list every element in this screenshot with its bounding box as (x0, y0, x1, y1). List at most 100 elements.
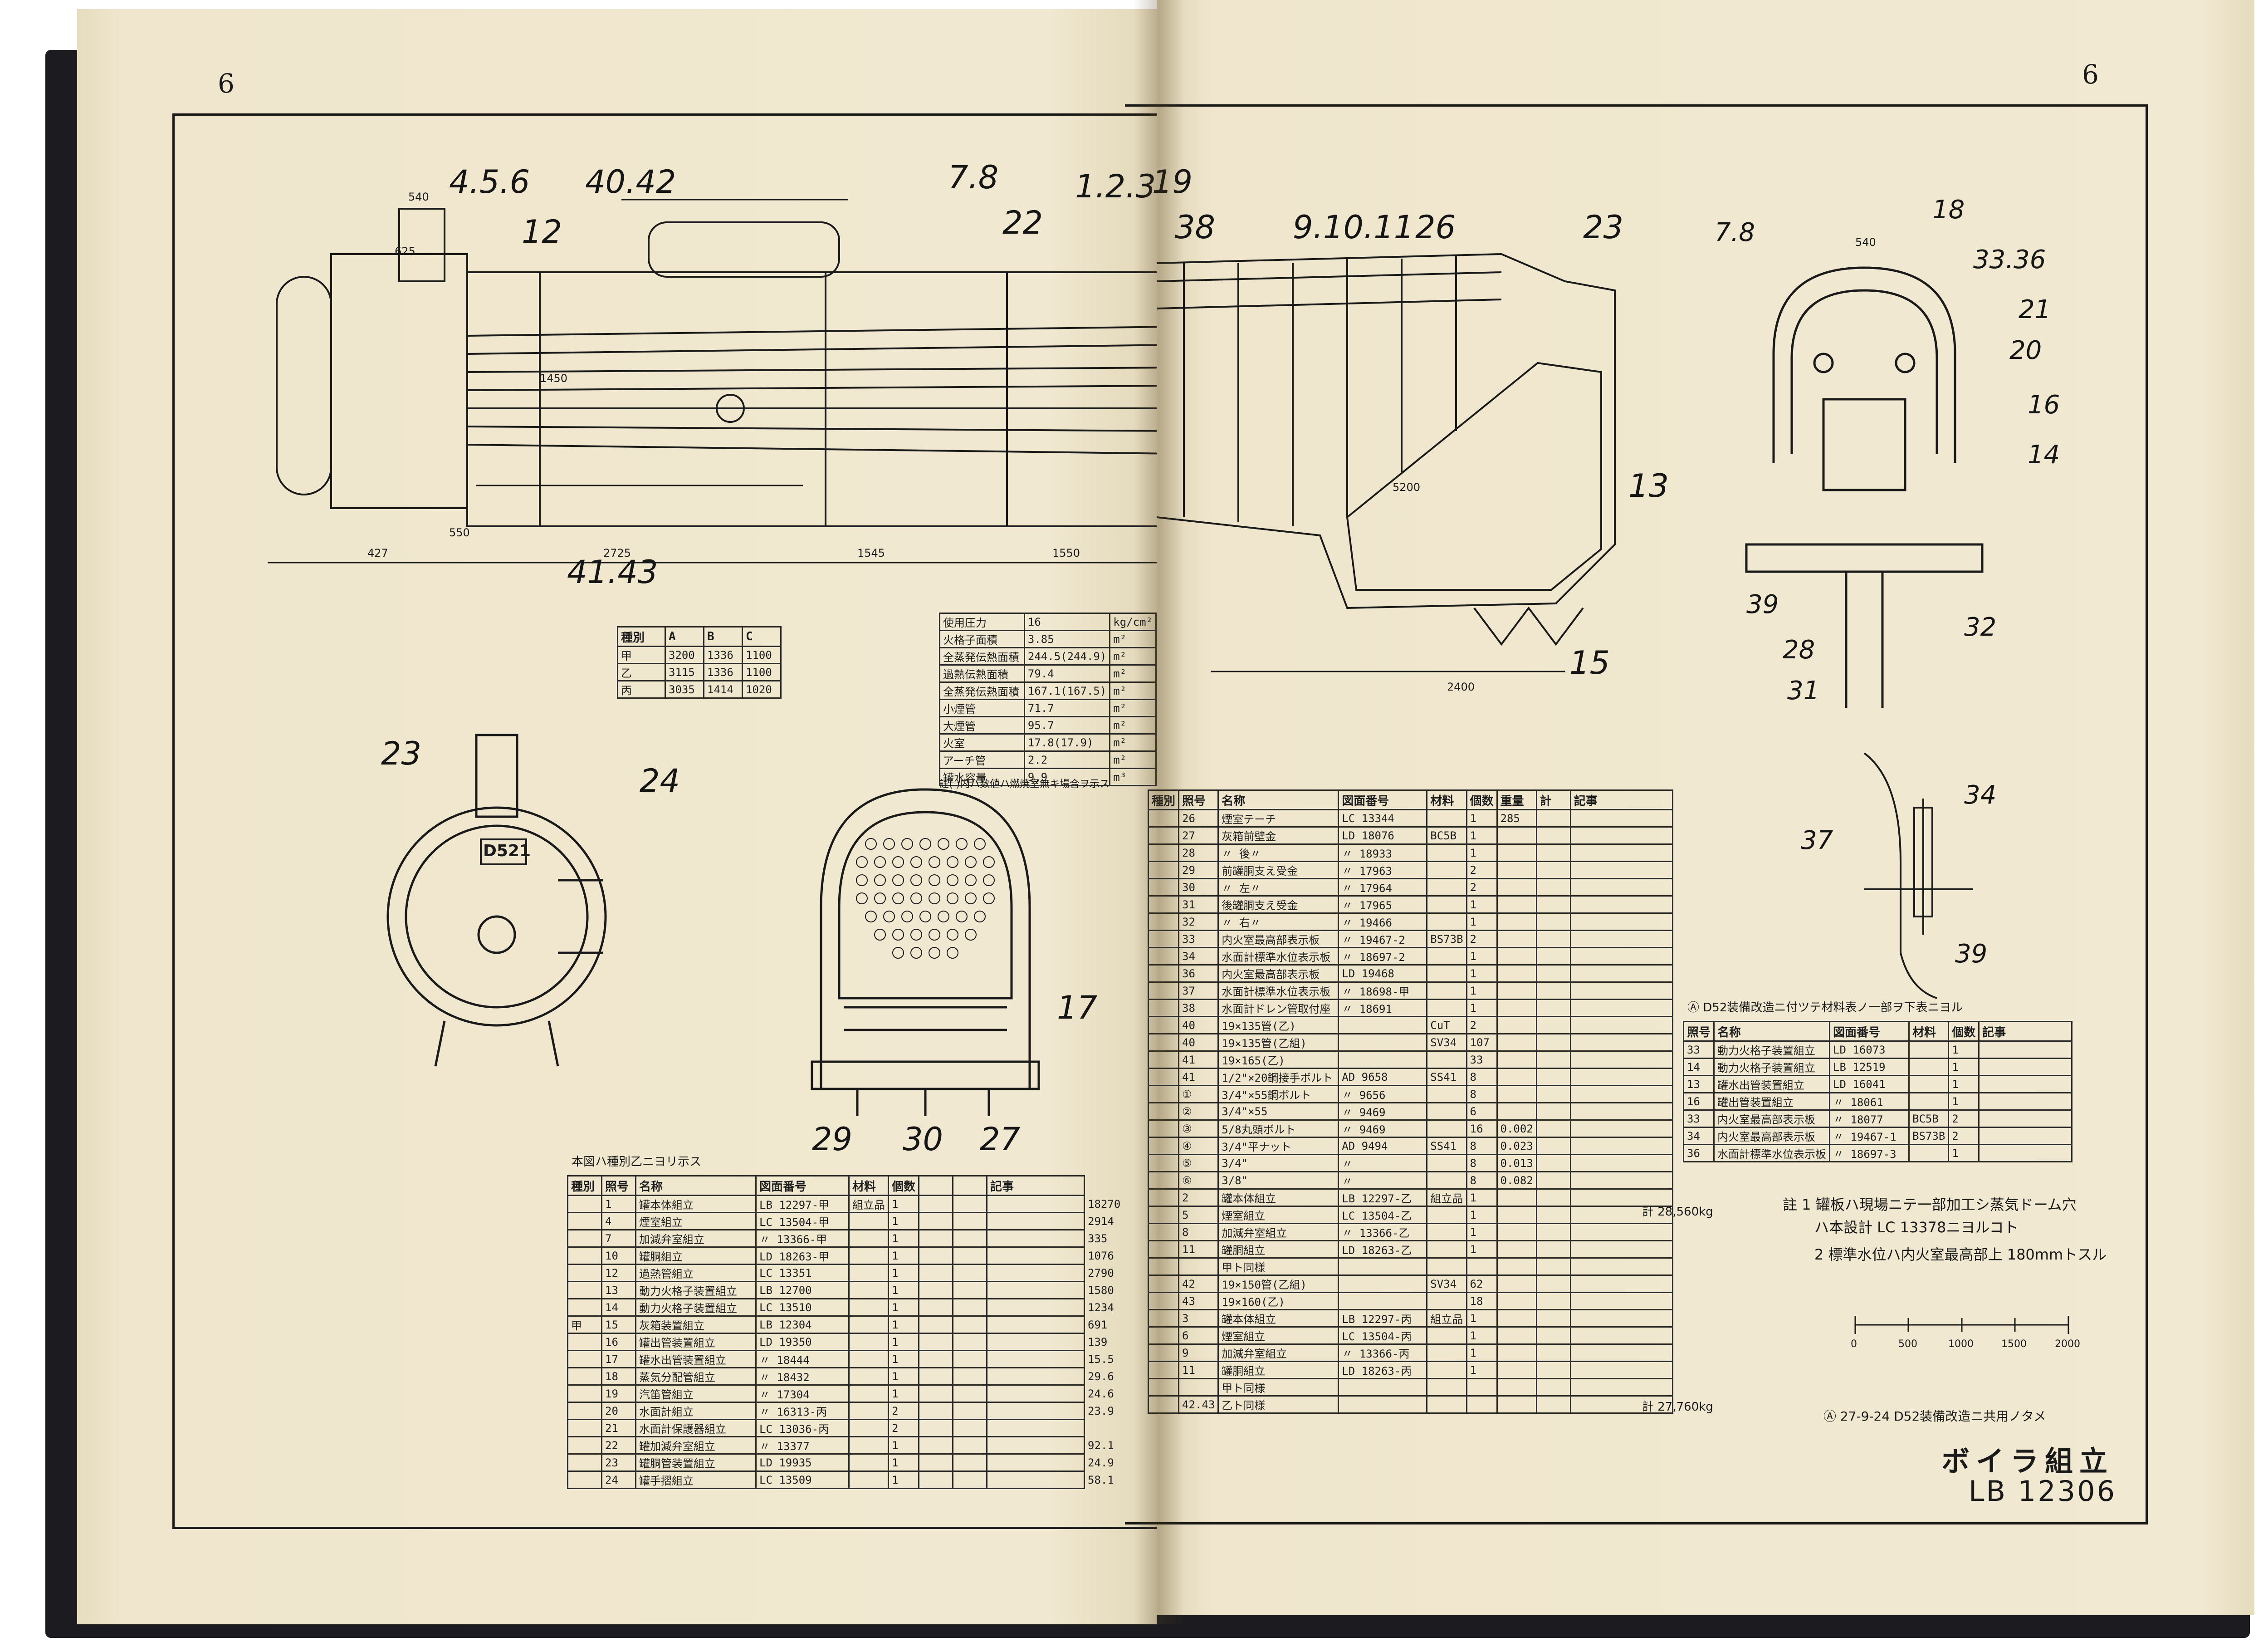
callout-19: 19 (1152, 163, 1193, 201)
callout-4-5-6: 4.5.6 (449, 163, 530, 201)
table-row: 甲ト同様 (1147, 1378, 1673, 1397)
callout-13: 13 (1628, 467, 1669, 505)
smokebox-plate (480, 838, 527, 865)
callout-front-33-36: 33.36 (1973, 245, 2046, 274)
smokebox-plate-number: D521 (483, 842, 531, 860)
dim-625: 625 (395, 245, 415, 258)
dim-1450: 1450 (540, 372, 568, 385)
table-row: 甲ト同様 (1147, 1257, 1673, 1276)
firebox-section-view (811, 788, 1040, 1116)
callout-17: 17 (1057, 989, 1098, 1026)
revision-note: Ⓐ 27-9-24 D52装備改造ニ共用ノタメ (1823, 1409, 2046, 1424)
callout-12: 12 (522, 213, 562, 250)
right-drawing-frame (1125, 104, 2148, 1524)
left-page: 6 (77, 9, 1170, 1624)
callout-front-21: 21 (2019, 295, 2051, 324)
right-drawings (1157, 253, 2069, 1334)
parts-table-right-header: 種別 照号 名称 図面番号 材料 個数 重量 計 記事 (1147, 789, 1673, 810)
dim-5200: 5200 (1393, 481, 1421, 494)
boiler-elevation-firebox (1157, 253, 1616, 646)
drawing-number: LB 12306 (1969, 1475, 2117, 1508)
left-page-number: 6 (218, 68, 235, 99)
parts-table-left-header: 種別 照号 名称 図面番号 材料 個数 記事 (567, 1175, 1124, 1196)
callout-front-16: 16 (2028, 390, 2060, 420)
scale-tick-0: 0 (1851, 1338, 1857, 1350)
callout-26: 26 (1415, 209, 1456, 246)
callout-detail-37: 37 (1801, 826, 1833, 855)
note-line-3: 2 標準水位ハ内火室最高部上 180mmトスル (1814, 1246, 2107, 1263)
callout-front-18: 18 (1932, 195, 1965, 225)
dim-427: 427 (367, 547, 388, 559)
rev-table-header: 照号 名称 図面番号 材料 個数 記事 (1682, 1021, 2073, 1042)
callout-front-20: 20 (2009, 336, 2042, 365)
callout-front-7-8: 7.8 (1715, 218, 1755, 247)
dim-2725: 2725 (603, 547, 631, 559)
note-line-2: ハ本設計 LC 13378ニヨルコト (1814, 1219, 2019, 1236)
scale-bar (1854, 1316, 2069, 1334)
callout-41-43: 41.43 (567, 554, 658, 591)
callout-front-28: 28 (1783, 635, 1815, 665)
dim-1545: 1545 (857, 547, 885, 559)
dim-540: 540 (408, 191, 429, 203)
callout-29: 29 (812, 1121, 853, 1158)
drawing-title: ボイラ組立 (1941, 1445, 2114, 1478)
callout-front-31: 31 (1787, 676, 1820, 706)
callout-detail-39: 39 (1955, 939, 1988, 969)
right-page-number: 6 (2082, 59, 2099, 90)
callout-15: 15 (1569, 644, 1610, 681)
callout-22: 22 (1002, 204, 1043, 241)
dim-2400: 2400 (1447, 681, 1475, 693)
dim-1550: 1550 (1052, 547, 1080, 559)
rev-table-caption: Ⓐ D52装備改造ニ付ツテ材料表ノ一部ヲ下表ニヨル (1687, 1001, 1963, 1015)
